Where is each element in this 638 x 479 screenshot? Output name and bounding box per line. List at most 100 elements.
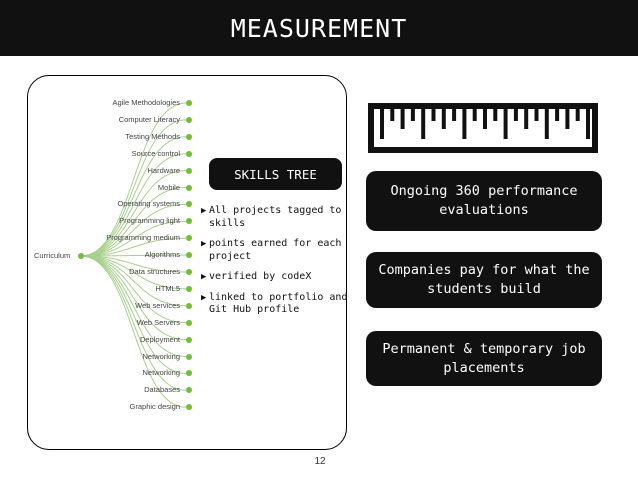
tree-leaf-dot (186, 201, 192, 208)
tree-leaf-dot (186, 370, 192, 377)
tree-leaf-label: HTML5 (155, 283, 180, 293)
card-text: Companies pay for what the students buil… (378, 262, 590, 297)
bullet-item: ▶ points earned for each project (201, 238, 351, 263)
bullet-item: ▶ linked to portfolio and Git Hub profil… (201, 292, 351, 317)
tree-root-dot (78, 253, 84, 259)
tree-leaf-label: Testing Methods (125, 131, 180, 141)
bullet-item: ▶ verified by codeX (201, 271, 351, 284)
ruler-tick (524, 109, 529, 129)
bullet-item: ▶ All projects tagged to skills (201, 205, 351, 230)
ruler-tick (493, 109, 498, 121)
tree-branch (80, 255, 187, 408)
ruler-tick (586, 109, 590, 139)
ruler-tick (565, 109, 570, 129)
performance-evaluations-card: Ongoing 360 performance evaluations (366, 171, 602, 231)
tree-branch (80, 136, 187, 257)
ruler-tick (452, 109, 457, 121)
tree-branch (80, 170, 187, 257)
ruler-tick (513, 109, 518, 121)
ruler-tick (472, 109, 477, 121)
tree-leaf-dot (186, 252, 192, 259)
ruler-tick (400, 109, 405, 129)
ruler-tick (441, 109, 446, 129)
tree-branch (80, 220, 187, 257)
tree-leaf-dot (186, 336, 192, 343)
tree-leaf-dot (186, 167, 192, 174)
card-text: Permanent & temporary job placements (382, 340, 586, 376)
tree-leaf-dot (186, 387, 192, 394)
tree-branch (80, 153, 187, 257)
triangle-bullet-icon: ▶ (201, 272, 207, 282)
ruler-tick (421, 109, 426, 139)
tree-leaf-dot (186, 235, 192, 242)
tree-leaf-label: Web Servers (136, 317, 180, 327)
tree-leaf-dot (186, 319, 192, 326)
tree-branch (80, 102, 187, 257)
triangle-bullet-icon: ▶ (201, 239, 207, 249)
tree-leaf-label: Deployment (139, 334, 180, 344)
tree-leaf-label: Programming light (119, 216, 180, 226)
tree-leaf-dot (186, 353, 192, 360)
ruler-tick (380, 109, 384, 139)
ruler-tick (483, 109, 487, 129)
tree-branch (80, 119, 187, 257)
tree-leaf-dot (186, 116, 192, 123)
tree-branch (80, 255, 187, 391)
tree-branch (80, 187, 187, 257)
bullet-text: points earned for each project (209, 238, 342, 262)
ruler-tick (544, 109, 549, 139)
bullet-text: All projects tagged to skills (209, 205, 342, 229)
ruler-tick (462, 109, 467, 139)
tree-leaf-label: Algorithms (144, 250, 180, 260)
ruler-tick (534, 109, 539, 121)
tree-leaf-label: Agile Methodologies (112, 98, 180, 107)
tree-leaf-label: Mobile (157, 182, 180, 192)
tree-leaf-label: Programming medium (106, 233, 180, 243)
tree-branch (80, 254, 187, 257)
tree-leaf-dot (186, 218, 192, 225)
tree-leaf-label: Source control (131, 148, 180, 158)
bullet-text: verified by codeX (209, 271, 312, 282)
slide-header: MEASUREMENT (0, 0, 638, 56)
tree-leaf-dot (186, 285, 192, 292)
ruler-tick (410, 109, 415, 121)
tree-branch (80, 237, 187, 257)
ruler-tick (390, 109, 395, 121)
ruler-tick (503, 109, 508, 139)
tree-leaf-label: Networking (142, 351, 180, 361)
skills-tree-branches (80, 102, 187, 408)
skills-tree-badge: SKILLS TREE (209, 158, 342, 190)
card-text: Ongoing 360 performance evaluations (390, 183, 578, 218)
tree-leaf-label: Operating systems (117, 199, 180, 209)
tree-leaf-label: Data structures (129, 267, 180, 276)
tree-leaf-dot (186, 302, 192, 309)
tree-leaf-label: Hardware (147, 165, 180, 175)
tree-leaf-label: Web services (135, 300, 180, 310)
tree-leaf-label: Networking (142, 368, 180, 378)
page-number: 12 (314, 456, 326, 467)
triangle-bullet-icon: ▶ (201, 292, 207, 303)
triangle-bullet-icon: ▶ (201, 206, 207, 216)
ruler-icon (368, 103, 598, 153)
slide-title: MEASUREMENT (230, 13, 408, 43)
ruler-tick (555, 109, 560, 121)
tree-root-label: Curriculum (34, 251, 71, 260)
tree-leaf-dot (186, 150, 192, 157)
tree-leaf-label: Databases (144, 385, 180, 395)
ruler-tick (575, 109, 580, 121)
tree-leaf-dot (186, 269, 192, 275)
bullet-text: linked to portfolio and Git Hub profile (209, 291, 348, 316)
tree-branch (80, 203, 187, 257)
companies-pay-card: Companies pay for what the students buil… (366, 252, 602, 308)
ruler-tick (431, 109, 436, 121)
job-placements-card: Permanent & temporary job placements (366, 331, 602, 386)
tree-leaf-label: Graphic design (129, 402, 180, 412)
tree-leaf-label: Computer Literacy (118, 114, 180, 124)
tree-leaf-dot (186, 133, 192, 140)
skills-bullet-list: ▶ All projects tagged to skills ▶ points… (201, 205, 351, 325)
skills-tree-badge-label: SKILLS TREE (234, 166, 317, 182)
tree-leaf-dot (186, 184, 192, 191)
tree-leaf-dot (186, 100, 192, 106)
tree-leaf-dot (186, 404, 192, 411)
